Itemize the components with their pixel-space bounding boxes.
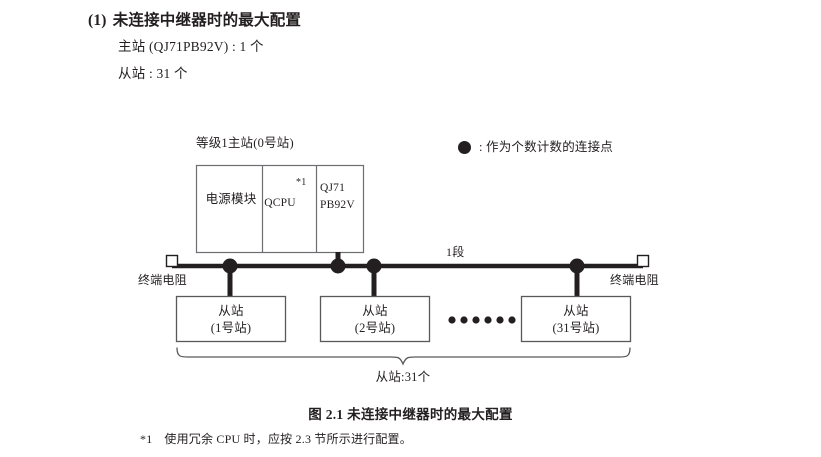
terminator-right-label: 终端电阻 bbox=[610, 273, 659, 287]
rack-cell-network-line2: PB92V bbox=[320, 198, 355, 211]
slave-box-31-label: 从站 (31号站) bbox=[521, 303, 631, 337]
rack-cell-network-line1: QJ71 bbox=[320, 182, 346, 194]
terminator-left-icon bbox=[165, 254, 179, 268]
slave-box-31-line2: (31号站) bbox=[552, 320, 600, 335]
rack-cell-power-label: 电源模块 bbox=[205, 192, 257, 206]
terminator-right-icon bbox=[636, 254, 650, 268]
slave-box-2-line2: (2号站) bbox=[354, 320, 396, 335]
rack-cell-qcpu-footnote-mark: *1 bbox=[296, 177, 307, 188]
spec-line-slave: 从站 : 31 个 bbox=[118, 66, 188, 81]
slave-box-1-line2: (1号站) bbox=[210, 320, 252, 335]
slave-box-1-label: 从站 (1号站) bbox=[176, 303, 286, 337]
slave-box-1 bbox=[175, 295, 287, 343]
rack-cell-network-label: QJ71 PB92V bbox=[320, 180, 355, 213]
slave-box-2-line1: 从站 bbox=[362, 304, 388, 318]
slave-box-2 bbox=[319, 295, 431, 343]
rack-header-label: 等级1主站(0号站) bbox=[196, 136, 294, 150]
bus-node-dot-master bbox=[330, 258, 346, 274]
slave-box-2-label: 从站 (2号站) bbox=[320, 303, 430, 337]
slave-box-31 bbox=[520, 295, 632, 343]
slave-count-brace bbox=[176, 347, 631, 366]
footnote-mark: *1 bbox=[140, 432, 153, 446]
footnote: *1 使用冗余 CPU 时，应按 2.3 节所示进行配置。 bbox=[140, 430, 412, 447]
segment-label: 1段 bbox=[446, 245, 465, 259]
ellipsis-dots-icon bbox=[448, 316, 516, 324]
slave-box-1-line1: 从站 bbox=[218, 304, 244, 318]
spec-line-master: 主站 (QJ71PB92V) : 1 个 bbox=[118, 39, 264, 54]
master-rack-box bbox=[195, 164, 365, 254]
brace-caption-label: 从站:31个 bbox=[375, 370, 431, 384]
legend-text: : 作为个数计数的连接点 bbox=[479, 140, 613, 154]
footnote-text: 使用冗余 CPU 时，应按 2.3 节所示进行配置。 bbox=[164, 432, 412, 446]
section-title-text: 未连接中继器时的最大配置 bbox=[112, 12, 302, 29]
filled-circle-icon bbox=[458, 141, 471, 154]
figure-caption: 图 2.1 未连接中继器时的最大配置 bbox=[308, 407, 513, 422]
terminator-left-label: 终端电阻 bbox=[138, 273, 187, 287]
rack-cell-qcpu-label: QCPU bbox=[264, 197, 296, 209]
slave-box-31-line1: 从站 bbox=[563, 304, 589, 318]
section-heading: (1) 未连接中继器时的最大配置 bbox=[88, 8, 301, 30]
section-number: (1) bbox=[88, 12, 107, 29]
